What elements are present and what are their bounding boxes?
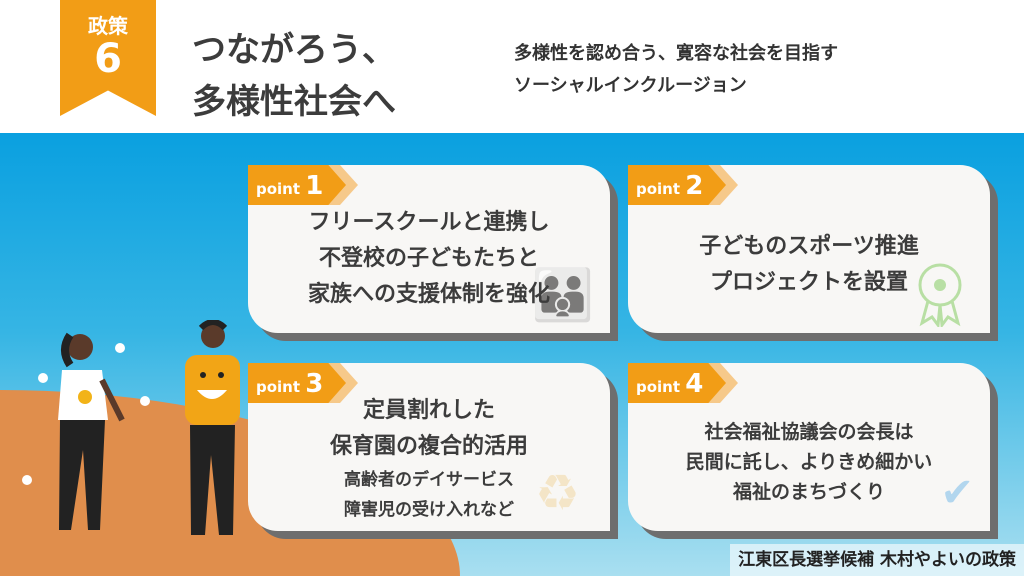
point-tag: point 2 (628, 165, 726, 205)
title-line: 多様性社会へ (192, 82, 396, 122)
point-text: 保育園の複合的活用 (329, 434, 528, 459)
point-text: 福祉のまちづくり (732, 481, 885, 503)
point-text: フリースクールと連携し (308, 210, 550, 235)
footer-caption: 江東区長選挙候補 木村やよいの政策 (730, 544, 1024, 576)
point-number: 2 (685, 171, 704, 201)
point-text: 子どものスポーツ推進 (699, 234, 919, 259)
dot (22, 475, 32, 485)
point-subtext: 高齢者のデイサービス (344, 470, 514, 490)
point-card-2: point 2 子どものスポーツ推進 プロジェクトを設置 (628, 165, 990, 333)
point-text: 社会福祉協議会の会長は (704, 421, 914, 443)
point-card-1: point 1 フリースクールと連携し 不登校の子どもたちと 家族への支援体制を… (248, 165, 610, 333)
point-tag: point 4 (628, 363, 726, 403)
man-illustration (185, 320, 240, 535)
point-label: point (256, 180, 301, 198)
point-tag: point 1 (248, 165, 346, 205)
recycle-icon: ♻ (535, 464, 580, 522)
point-text: 民間に託し、よりきめ細かい (685, 451, 933, 473)
point-text: 家族への支援体制を強化 (307, 282, 550, 307)
hand-check-icon: ✔ (940, 470, 974, 516)
badge-label: 政策 (88, 14, 128, 38)
dot (115, 343, 125, 353)
award-ribbon-icon (918, 263, 962, 327)
point-card-3: point 3 定員割れした 保育園の複合的活用 高齢者のデイサービス 障害児の… (248, 363, 610, 531)
policy-badge: 政策 6 (60, 0, 156, 116)
point-subtext: 障害児の受け入れなど (344, 500, 514, 520)
subtitle: 多様性を認め合う、寛容な社会を目指す ソーシャルインクルージョン (514, 38, 994, 102)
title-line: つながろう、 (192, 30, 396, 70)
woman-illustration (58, 332, 125, 530)
badge-number: 6 (94, 36, 122, 82)
point-label: point (636, 180, 681, 198)
point-number: 1 (305, 171, 324, 201)
point-text: プロジェクトを設置 (709, 270, 908, 295)
page-title: つながろう、 多様性社会へ (192, 24, 396, 128)
subtitle-line: 多様性を認め合う、寛容な社会を目指す (514, 43, 838, 64)
point-number: 4 (685, 369, 704, 399)
point-text: 定員割れした (362, 398, 495, 423)
subtitle-line: ソーシャルインクルージョン (514, 75, 747, 96)
point-number: 3 (305, 369, 324, 399)
dot (38, 373, 48, 383)
family-heart-icon: 👪 (531, 266, 594, 324)
header: 政策 6 つながろう、 多様性社会へ 多様性を認め合う、寛容な社会を目指す ソー… (0, 0, 1024, 133)
point-tag: point 3 (248, 363, 346, 403)
point-label: point (256, 378, 301, 396)
dot (140, 396, 150, 406)
point-text: 不登校の子どもたちと (318, 246, 539, 271)
point-card-4: point 4 社会福祉協議会の会長は 民間に託し、よりきめ細かい 福祉のまちづ… (628, 363, 990, 531)
point-label: point (636, 378, 681, 396)
